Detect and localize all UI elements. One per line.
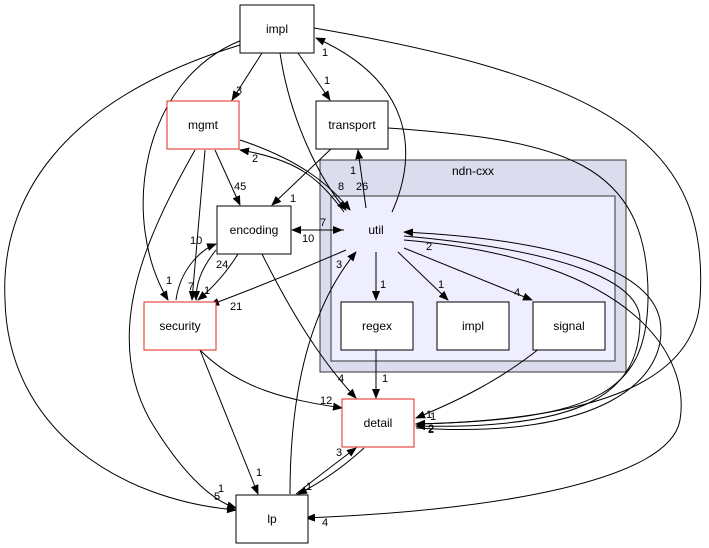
label-util-encoding-b: 10 <box>302 233 314 245</box>
node-regex[interactable]: regex <box>340 301 414 351</box>
label-util-regex: 1 <box>380 279 386 291</box>
edge-security-lp <box>199 349 259 495</box>
edge-mgmt-security <box>188 149 206 301</box>
node-encoding-label: encoding <box>230 223 279 237</box>
label-mgmt-util-b: 8 <box>338 181 344 193</box>
edge-mgmt-util <box>239 139 351 211</box>
edge-util-signal <box>403 247 533 301</box>
label-detail-lp: 1 <box>306 481 312 493</box>
edge-detail-lp <box>297 447 365 495</box>
node-util-label: util <box>368 223 383 237</box>
label-impl-detail: 2 <box>428 423 434 435</box>
edge-impl-security <box>142 39 243 301</box>
label-mgmt-encoding: 45 <box>234 181 246 193</box>
edge-transport-detail <box>387 127 649 428</box>
node-regex-label: regex <box>362 319 392 333</box>
node-lp-label: lp <box>267 512 277 526</box>
label-signal-detail: 1 <box>426 409 432 421</box>
label-lp-detail: 3 <box>336 447 342 459</box>
label-util-signal: 4 <box>514 287 520 299</box>
edge-encoding-security <box>197 253 239 301</box>
label-mgmt-lp: 1 <box>218 483 224 495</box>
node-transport-label: transport <box>328 118 376 132</box>
node-mgmt-label: mgmt <box>188 118 219 132</box>
edge-encoding-detail <box>261 253 357 399</box>
label-impl-mgmt: 3 <box>236 85 242 97</box>
node-impl-inner-label: impl <box>462 319 484 333</box>
label-impl-top-util: 1 <box>322 47 328 59</box>
edge-util-impl-inner <box>397 251 449 301</box>
label-mgmt-util-c: 26 <box>356 181 368 193</box>
edge-mgmt-lp <box>128 149 237 510</box>
label-mgmt-util-a: 2 <box>252 153 258 165</box>
node-security-label: security <box>159 319 200 333</box>
label-util-detail: 2 <box>426 241 432 253</box>
label-lp-util: 3 <box>336 259 342 271</box>
edge-encoding-security-b <box>192 249 217 301</box>
label-util-encoding-a: 7 <box>320 217 326 229</box>
label-transport-detail: 1 <box>430 411 436 423</box>
label-impl-transport: 1 <box>324 75 330 87</box>
node-lp[interactable]: lp <box>235 494 309 544</box>
node-mgmt[interactable]: mgmt <box>166 100 240 150</box>
label-impl-security: 1 <box>166 275 172 287</box>
node-impl-top[interactable]: impl <box>239 4 315 54</box>
label-regex-detail: 1 <box>382 373 388 385</box>
edge-util-impl <box>315 37 407 213</box>
edge-mgmt-encoding <box>214 149 241 206</box>
label-security-lp: 1 <box>256 467 262 479</box>
label-security-encoding-a: 1 <box>204 285 210 297</box>
node-impl-top-label: impl <box>266 22 288 36</box>
edge-transport-encoding <box>271 147 333 206</box>
label-util-impl-inner: 1 <box>438 279 444 291</box>
edge-signal-detail <box>415 347 541 419</box>
edge-impl-lp <box>4 44 241 514</box>
label-encoding-detail: 4 <box>338 373 344 385</box>
edge-impl-util <box>279 52 347 211</box>
label-impl-lp: 5 <box>214 491 220 503</box>
node-signal[interactable]: signal <box>532 301 606 351</box>
node-detail-label: detail <box>364 416 393 430</box>
node-signal-label: signal <box>553 319 584 333</box>
edge-util-lp <box>305 239 682 522</box>
label-transport-encoding: 1 <box>290 193 296 205</box>
edge-security-encoding <box>175 243 217 301</box>
label-util-lp: 4 <box>322 517 328 529</box>
cluster-ndn-cxx-label: ndn-cxx <box>452 164 494 178</box>
edge-impl-mgmt <box>231 52 263 101</box>
node-encoding[interactable]: encoding <box>216 205 292 255</box>
edge-detail-util <box>403 228 662 430</box>
node-detail[interactable]: detail <box>341 398 415 448</box>
label-util-detail-b: 2 <box>428 424 434 436</box>
label-transport-util: 1 <box>350 165 356 177</box>
label-mgmt-security: 7 <box>188 281 194 293</box>
edge-lp-util <box>289 251 357 495</box>
label-security-detail: 12 <box>320 395 332 407</box>
edge-util-security <box>209 249 347 306</box>
label-util-security: 21 <box>230 301 242 313</box>
node-impl-inner[interactable]: impl <box>436 301 510 351</box>
node-transport[interactable]: transport <box>315 100 389 150</box>
label-encoding-security-b: 24 <box>216 259 228 271</box>
node-util[interactable]: util <box>368 223 383 237</box>
edges <box>4 27 702 522</box>
edge-labels: 1 3 1 2 45 8 26 1 1 7 10 2 10 24 1 7 1 2… <box>166 47 520 529</box>
edge-impl-detail <box>313 27 702 428</box>
edge-util-transport <box>355 149 367 209</box>
label-encoding-security-a: 10 <box>190 235 202 247</box>
edge-impl-transport <box>297 52 331 101</box>
node-security[interactable]: security <box>143 301 217 351</box>
edge-security-detail <box>199 349 343 411</box>
edge-lp-detail <box>295 447 357 495</box>
